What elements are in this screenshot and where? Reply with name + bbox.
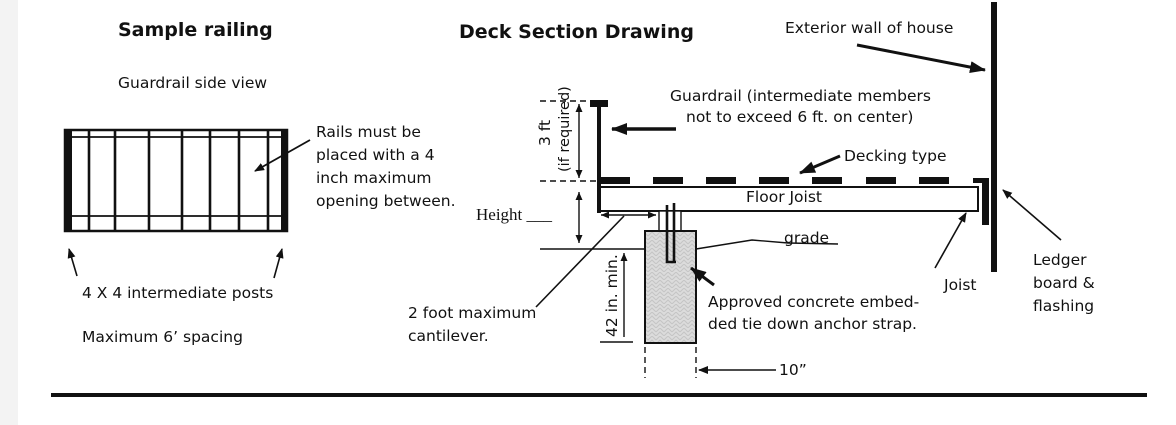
sample-railing-title: Sample railing <box>118 19 273 41</box>
concrete-footing <box>644 230 697 344</box>
exterior-wall <box>991 2 997 272</box>
footing-width-label: 10” <box>779 361 807 379</box>
ledger-note-line: board & <box>1033 274 1095 292</box>
floor-joist-label: Floor Joist <box>746 188 823 206</box>
floor-joist <box>599 186 979 212</box>
joist-arrow <box>934 212 967 269</box>
rails-note-line: placed with a 4 <box>316 146 435 164</box>
guardrail-post <box>597 103 601 213</box>
guardrail-height-label: 3 ft <box>536 119 554 146</box>
rails-note-line: Rails must be <box>316 123 421 141</box>
anchor-note-line: Approved concrete embed- <box>708 293 920 311</box>
rails-arrow <box>254 139 311 172</box>
anchor-note-line: ded tie down anchor strap. <box>708 315 917 333</box>
anchor-arrow <box>690 266 715 287</box>
right-post-arrow <box>273 248 284 279</box>
posts-label: 4 X 4 intermediate posts <box>82 284 274 302</box>
grade-line-right <box>695 239 839 250</box>
guardrail-note-line: Guardrail (intermediate members <box>670 87 931 105</box>
page-margin-strip <box>0 0 18 425</box>
right-post <box>281 130 288 231</box>
ledger-arrow <box>1002 189 1062 241</box>
rails-note-line: opening between. <box>316 192 456 210</box>
bottom-rule <box>51 393 1147 397</box>
footing-depth-label: 42 in. min. <box>603 254 621 337</box>
guardrail-note-line: not to exceed 6 ft. on center) <box>686 108 914 126</box>
balusters <box>87 130 270 231</box>
joist-label: Joist <box>944 276 977 294</box>
ledger-note-line: Ledger <box>1033 251 1087 269</box>
rails-note-line: inch maximum <box>316 169 432 187</box>
guardrail-side-view <box>63 128 311 279</box>
support-post <box>658 210 682 232</box>
anchor-strap <box>665 203 676 264</box>
grade-label: grade <box>784 229 830 247</box>
deck-section-title: Deck Section Drawing <box>459 21 694 43</box>
guardrail-height-note: (if required) <box>557 86 573 172</box>
spacing-label: Maximum 6’ spacing <box>82 328 243 346</box>
height-label: Height ___ <box>476 205 553 224</box>
wall-arrow <box>856 43 986 74</box>
exterior-wall-label: Exterior wall of house <box>785 19 954 37</box>
ledger-board <box>982 180 989 225</box>
cantilever-note-line: 2 foot maximum <box>408 304 537 322</box>
left-post <box>65 130 72 231</box>
deck-section <box>535 2 1062 378</box>
flashing <box>973 178 989 183</box>
ledger-note-line: flashing <box>1033 297 1095 315</box>
decking-type-label: Decking type <box>844 147 947 165</box>
decking-boards <box>600 177 949 184</box>
cantilever-note-line: cantilever. <box>408 327 489 345</box>
left-post-arrow <box>67 248 78 277</box>
guardrail-side-view-label: Guardrail side view <box>118 74 268 92</box>
decking-arrow <box>799 154 841 175</box>
cantilever-leader <box>535 215 625 308</box>
